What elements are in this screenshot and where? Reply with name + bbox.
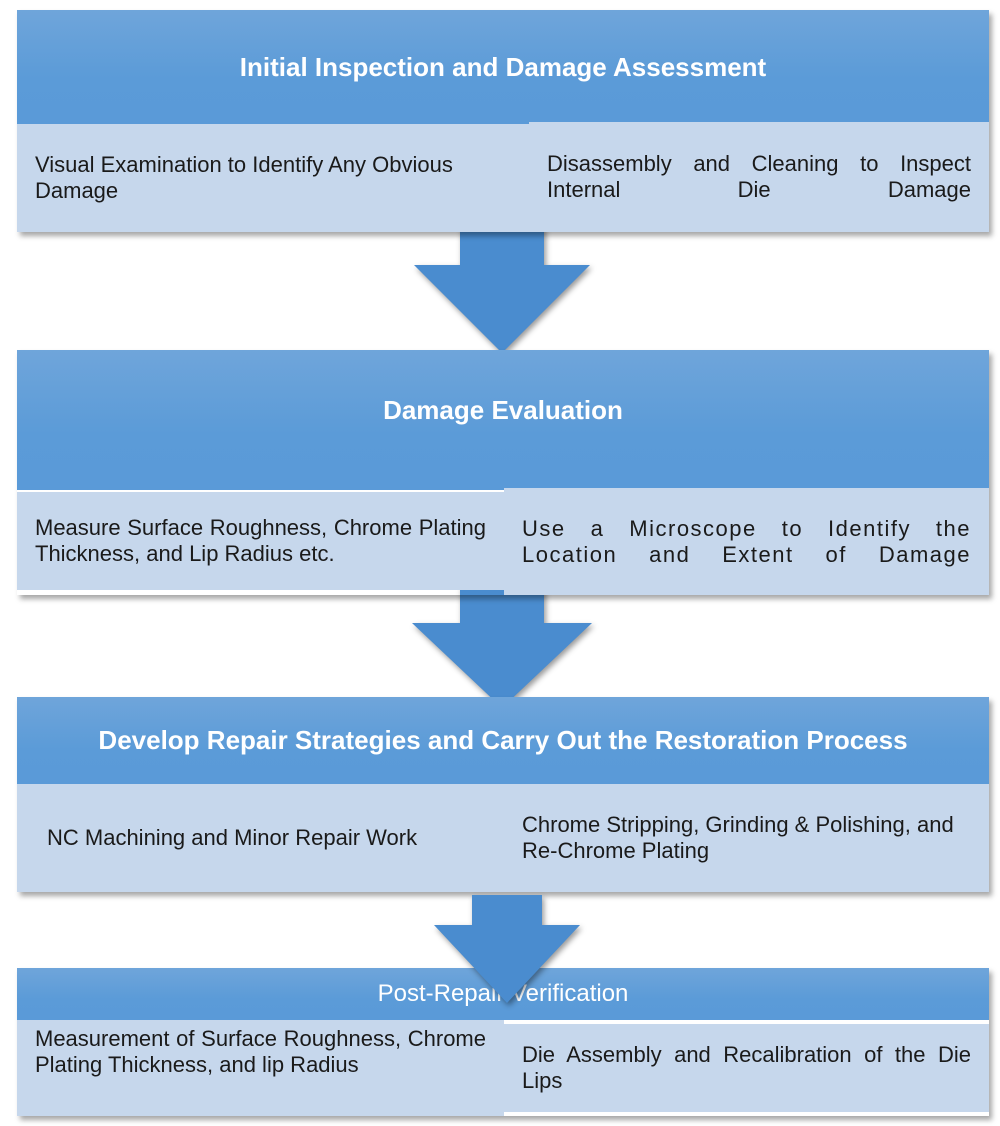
down-arrow-icon [414, 225, 590, 353]
stage-step-left: Measure Surface Roughness, Chrome Platin… [17, 492, 504, 590]
stage-step-left: NC Machining and Minor Repair Work [17, 784, 504, 892]
down-arrow-icon [434, 895, 580, 1003]
stage-title: Develop Repair Strategies and Carry Out … [17, 697, 989, 784]
stage-initial-inspection: Initial Inspection and Damage Assessment… [17, 10, 989, 232]
stage-repair-strategies: Develop Repair Strategies and Carry Out … [17, 697, 989, 892]
stage-post-repair-verification: Post-Repair Verification Measurement of … [17, 968, 989, 1116]
stage-step-left: Visual Examination to Identify Any Obvio… [17, 124, 529, 232]
stage-step-right: Chrome Stripping, Grinding & Polishing, … [504, 784, 989, 892]
stage-title: Damage Evaluation [17, 350, 989, 490]
stage-title: Initial Inspection and Damage Assessment [17, 10, 989, 124]
stage-damage-evaluation: Damage Evaluation Measure Surface Roughn… [17, 350, 989, 595]
stage-step-right: Disassembly and Cleaning to Inspect Inte… [529, 122, 989, 232]
stage-step-right: Die Assembly and Recalibration of the Di… [504, 1024, 989, 1112]
down-arrow-icon [412, 585, 592, 708]
stage-step-right: Use a Microscope to Identify the Locatio… [504, 488, 989, 595]
stage-step-left: Measurement of Surface Roughness, Chrome… [17, 1020, 504, 1116]
